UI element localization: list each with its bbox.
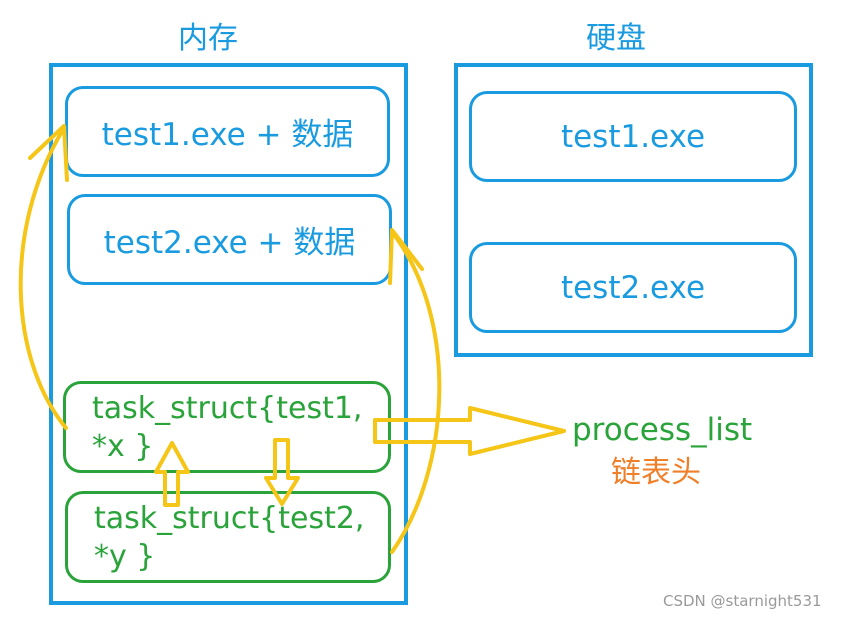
arrow-task1-to-test1-head [28, 124, 69, 182]
disk-block-test2: test2.exe [469, 242, 797, 333]
disk-container [454, 63, 813, 357]
disk-title: 硬盘 [586, 21, 646, 56]
memory-container [49, 63, 408, 605]
task-struct-test2: task_struct{test2, *y } [65, 491, 391, 583]
memory-block-test2-label: test2.exe + 数据 [103, 225, 356, 261]
task-struct-test1-line2: *x } [92, 429, 154, 464]
arrow-next-down [264, 438, 300, 506]
list-head-caption: 链表头 [611, 455, 701, 490]
memory-block-test1: test1.exe + 数据 [65, 86, 390, 177]
arrow-list-head-to-task1 [373, 406, 566, 456]
arrow-task2-to-test2-head [388, 228, 424, 285]
task-struct-test1: task_struct{test1, *x } [63, 381, 391, 473]
disk-block-test1: test1.exe [469, 91, 797, 182]
arrow-prev-up [154, 441, 190, 507]
memory-block-test2: test2.exe + 数据 [67, 194, 392, 285]
disk-block-test1-label: test1.exe [560, 118, 706, 155]
memory-block-test1-label: test1.exe + 数据 [101, 117, 354, 153]
disk-block-test2-label: test2.exe [560, 269, 706, 306]
arrow-task1-to-test1 [18, 126, 68, 430]
arrow-task2-to-test2 [390, 230, 442, 554]
task-struct-test2-line1: task_struct{test2, [94, 501, 365, 536]
process-list-label: process_list [572, 412, 753, 448]
task-struct-test1-line1: task_struct{test1, [92, 391, 363, 426]
memory-title: 内存 [178, 21, 238, 56]
watermark: CSDN @starnight531 [663, 592, 822, 610]
task-struct-test2-line2: *y } [94, 539, 156, 574]
